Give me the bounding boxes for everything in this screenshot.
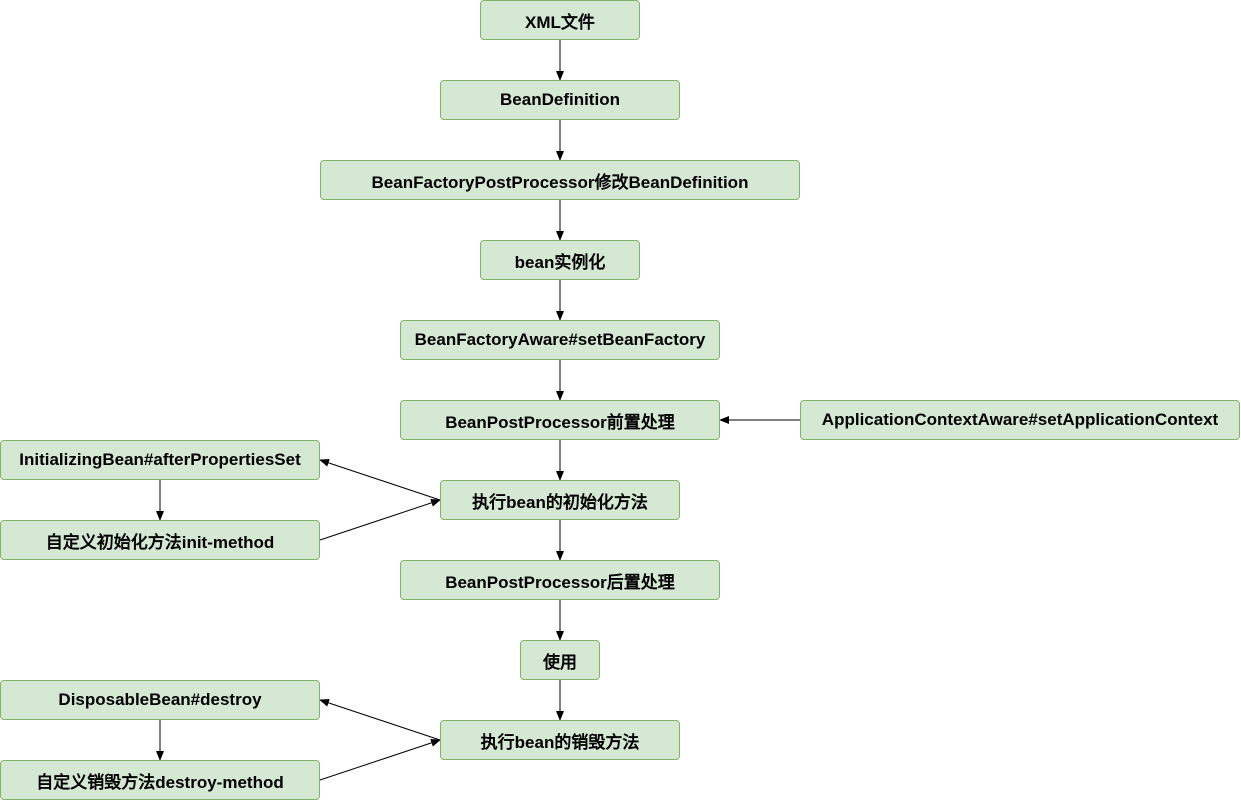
edge-initexec-to-initbean	[319, 459, 441, 501]
node-execute-init-method: 执行bean的初始化方法	[440, 480, 680, 520]
node-xml-file: XML文件	[480, 0, 640, 40]
node-disposable-bean: DisposableBean#destroy	[0, 680, 320, 720]
node-custom-init-method: 自定义初始化方法init-method	[0, 520, 320, 560]
edge-initmethod-to-initexec	[319, 499, 441, 541]
node-use: 使用	[520, 640, 600, 680]
node-bean-instantiation: bean实例化	[480, 240, 640, 280]
node-execute-destroy-method: 执行bean的销毁方法	[440, 720, 680, 760]
node-custom-destroy-method: 自定义销毁方法destroy-method	[0, 760, 320, 800]
node-bean-factory-aware: BeanFactoryAware#setBeanFactory	[400, 320, 720, 360]
node-initializing-bean: InitializingBean#afterPropertiesSet	[0, 440, 320, 480]
edge-destroyexec-to-dispbean	[319, 699, 441, 741]
node-bean-factory-post-processor: BeanFactoryPostProcessor修改BeanDefinition	[320, 160, 800, 200]
node-bean-definition: BeanDefinition	[440, 80, 680, 120]
node-application-context-aware: ApplicationContextAware#setApplicationCo…	[800, 400, 1240, 440]
edge-destroymethod-to-destroyexec	[319, 739, 441, 781]
node-bean-post-processor-before: BeanPostProcessor前置处理	[400, 400, 720, 440]
node-bean-post-processor-after: BeanPostProcessor后置处理	[400, 560, 720, 600]
